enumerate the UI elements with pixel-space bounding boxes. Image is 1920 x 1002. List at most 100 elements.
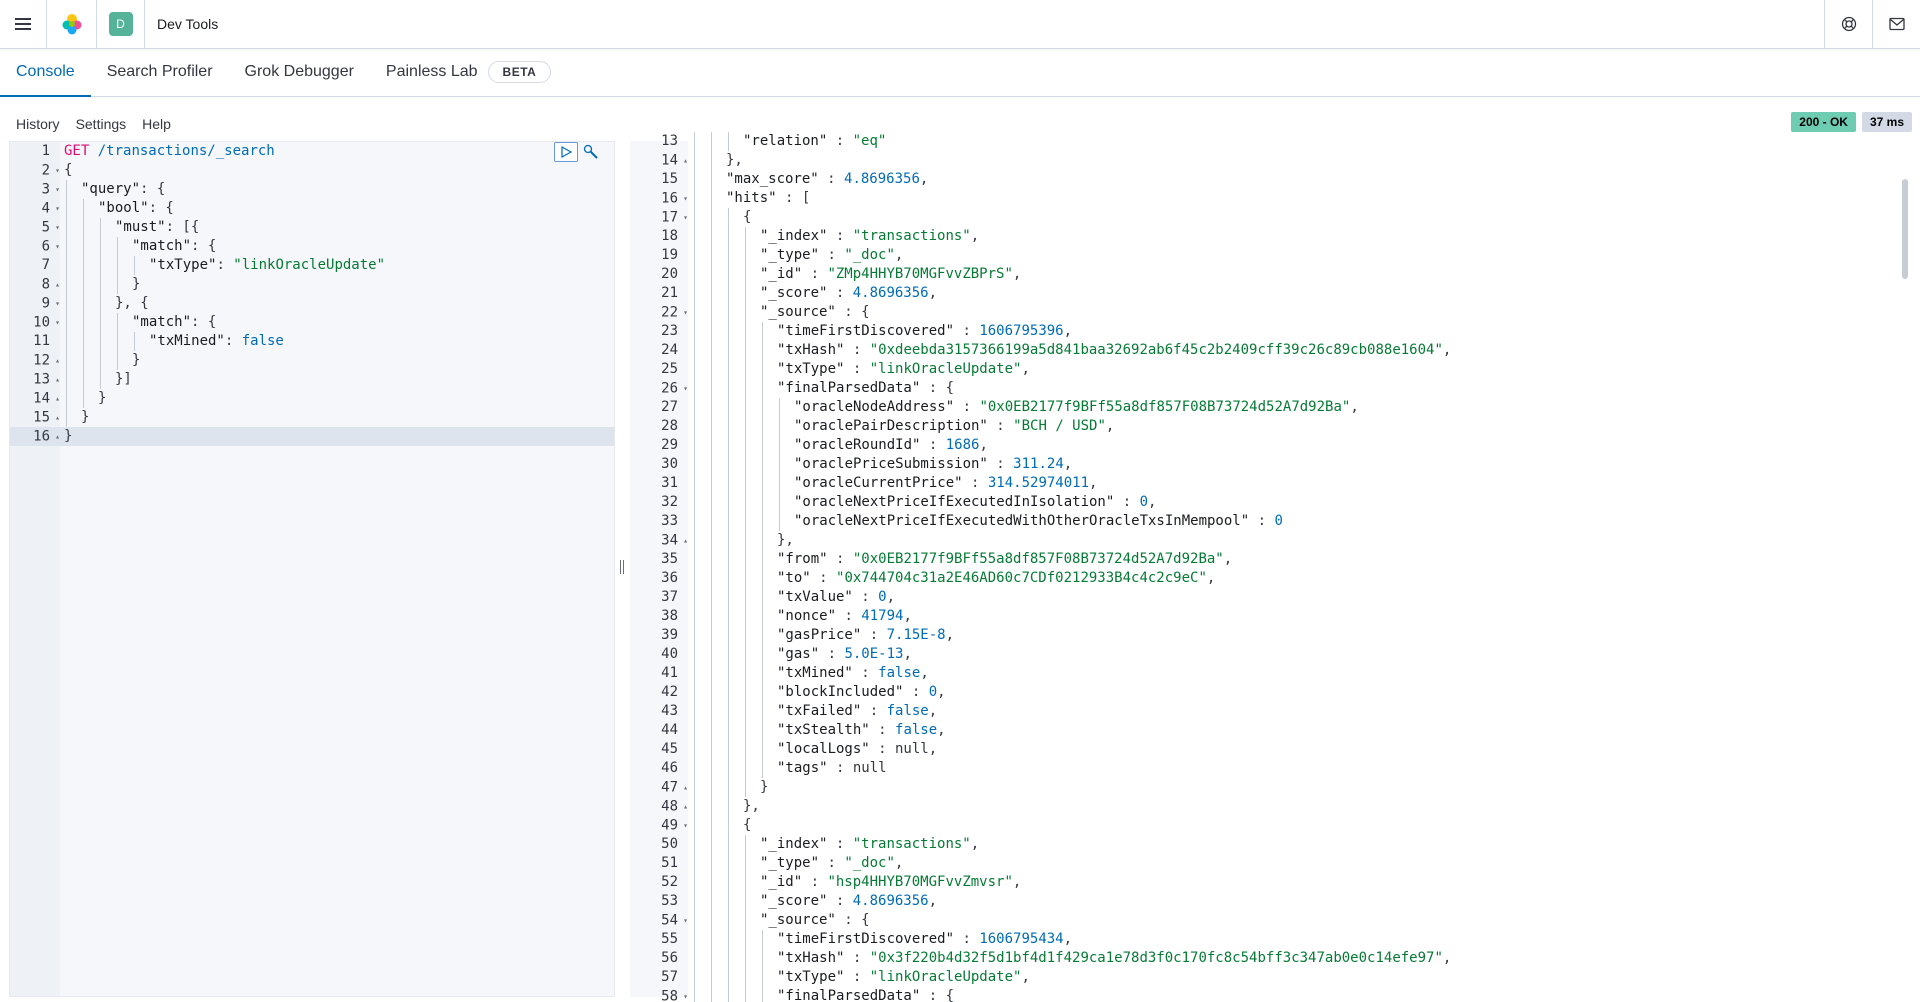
- indent-guide: [117, 237, 118, 256]
- code-line: {: [743, 817, 752, 833]
- indent-guide: [694, 702, 695, 721]
- code-line: "gasPrice" : 7.15E-8,: [777, 627, 955, 643]
- code-line: GET /transactions/_search: [64, 143, 275, 159]
- indent-guide: [745, 968, 746, 987]
- fold-toggle-icon[interactable]: ▾: [55, 204, 60, 213]
- fold-toggle-icon[interactable]: ▴: [683, 783, 688, 792]
- fold-toggle-icon[interactable]: ▾: [55, 166, 60, 175]
- fold-toggle-icon[interactable]: ▴: [55, 280, 60, 289]
- fold-toggle-icon[interactable]: ▾: [683, 213, 688, 222]
- indent-guide: [83, 294, 84, 313]
- code-line: "txMined": false: [149, 333, 284, 349]
- fold-toggle-icon[interactable]: ▾: [683, 384, 688, 393]
- indent-guide: [694, 246, 695, 265]
- fold-toggle-icon[interactable]: ▴: [55, 413, 60, 422]
- indent-guide: [694, 436, 695, 455]
- help-menu-button[interactable]: [1824, 0, 1872, 48]
- fold-toggle-icon[interactable]: ▴: [683, 802, 688, 811]
- indent-guide: [694, 455, 695, 474]
- response-output[interactable]: 13"relation" : "eq"14▴},15"max_score" : …: [630, 132, 1920, 1002]
- hamburger-icon: [15, 18, 31, 30]
- request-code-area[interactable]: [60, 142, 614, 996]
- fold-toggle-icon[interactable]: ▴: [55, 356, 60, 365]
- indent-guide: [711, 512, 712, 531]
- indent-guide: [728, 303, 729, 322]
- settings-link[interactable]: Settings: [75, 116, 127, 132]
- mail-icon: [1888, 17, 1905, 31]
- fold-toggle-icon[interactable]: ▴: [55, 394, 60, 403]
- indent-guide: [711, 189, 712, 208]
- fold-toggle-icon[interactable]: ▴: [683, 536, 688, 545]
- indent-guide: [711, 208, 712, 227]
- indent-guide: [728, 208, 729, 227]
- indent-guide: [694, 930, 695, 949]
- line-number: 40: [661, 646, 678, 662]
- line-number: 41: [661, 665, 678, 681]
- indent-guide: [83, 370, 84, 389]
- line-number: 12▴: [33, 352, 60, 369]
- fold-toggle-icon[interactable]: ▾: [55, 223, 60, 232]
- line-number: 13: [661, 133, 678, 149]
- beta-badge: BETA: [487, 61, 552, 83]
- menu-toggle-button[interactable]: [0, 0, 47, 48]
- indent-guide: [66, 218, 67, 237]
- indent-guide: [745, 493, 746, 512]
- top-header: D Dev Tools: [0, 0, 1920, 49]
- line-number: 57: [661, 969, 678, 985]
- send-request-button[interactable]: [554, 142, 578, 162]
- indent-guide: [728, 930, 729, 949]
- console-menu: History Settings Help 200 - OK 37 ms: [0, 110, 1920, 138]
- pane-resizer-handle[interactable]: [617, 560, 627, 574]
- indent-guide: [745, 607, 746, 626]
- fold-toggle-icon[interactable]: ▾: [683, 194, 688, 203]
- indent-guide: [728, 379, 729, 398]
- indent-guide: [762, 664, 763, 683]
- indent-guide: [694, 949, 695, 968]
- indent-guide: [711, 740, 712, 759]
- indent-guide: [100, 256, 101, 275]
- indent-guide: [762, 360, 763, 379]
- fold-toggle-icon[interactable]: ▴: [55, 432, 60, 441]
- indent-guide: [100, 237, 101, 256]
- indent-guide: [694, 284, 695, 303]
- code-line: "txStealth" : false,: [777, 722, 946, 738]
- help-link[interactable]: Help: [142, 116, 171, 132]
- tab-grok-debugger[interactable]: Grok Debugger: [229, 48, 370, 96]
- indent-guide: [728, 398, 729, 417]
- fold-toggle-icon[interactable]: ▾: [683, 992, 688, 1001]
- indent-guide: [728, 322, 729, 341]
- fold-toggle-icon[interactable]: ▾: [55, 318, 60, 327]
- indent-guide: [66, 370, 67, 389]
- line-number: 19: [661, 247, 678, 263]
- code-line: "blockIncluded" : 0,: [777, 684, 946, 700]
- fold-toggle-icon[interactable]: ▾: [55, 185, 60, 194]
- elastic-logo[interactable]: [47, 0, 97, 48]
- code-line: },: [777, 532, 794, 548]
- code-line: "_id" : "ZMp4HHYB70MGFvvZBPrS",: [760, 266, 1022, 282]
- fold-toggle-icon[interactable]: ▾: [55, 299, 60, 308]
- line-number: 8▴: [41, 276, 60, 293]
- tab-painless-lab[interactable]: Painless Lab BETA: [370, 48, 567, 96]
- request-options-button[interactable]: [582, 143, 600, 161]
- code-line: "_source" : {: [760, 304, 870, 320]
- indent-guide: [711, 284, 712, 303]
- line-number: 51: [661, 855, 678, 871]
- history-link[interactable]: History: [16, 116, 60, 132]
- fold-toggle-icon[interactable]: ▾: [55, 242, 60, 251]
- tab-console[interactable]: Console: [0, 48, 91, 97]
- fold-toggle-icon[interactable]: ▾: [683, 821, 688, 830]
- indent-guide: [762, 683, 763, 702]
- newsfeed-button[interactable]: [1872, 0, 1920, 48]
- response-scrollbar[interactable]: [1902, 179, 1908, 279]
- space-selector[interactable]: D: [97, 0, 145, 48]
- fold-toggle-icon[interactable]: ▾: [683, 308, 688, 317]
- tab-search-profiler[interactable]: Search Profiler: [91, 48, 229, 96]
- code-line: }: [64, 428, 73, 444]
- tab-label: Search Profiler: [106, 63, 213, 80]
- indent-guide: [66, 313, 67, 332]
- fold-toggle-icon[interactable]: ▴: [683, 156, 688, 165]
- code-line: "match": {: [132, 238, 217, 254]
- fold-toggle-icon[interactable]: ▾: [683, 916, 688, 925]
- fold-toggle-icon[interactable]: ▴: [55, 375, 60, 384]
